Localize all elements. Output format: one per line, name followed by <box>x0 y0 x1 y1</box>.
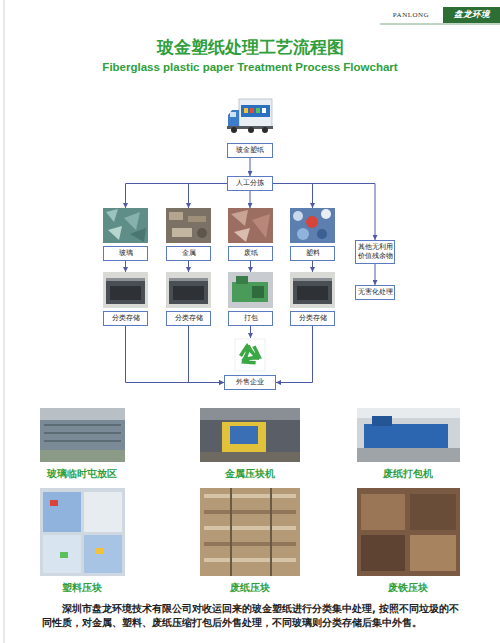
picture-slot <box>166 208 211 243</box>
picture-slot <box>166 272 211 308</box>
picture-slot <box>103 208 148 243</box>
picture-slot <box>103 272 148 308</box>
baling-box: 打包 <box>228 272 273 326</box>
flow-arrow <box>375 264 376 285</box>
source-box: 玻金塑纸 <box>227 90 273 158</box>
metal-picture <box>166 208 211 243</box>
disposal-box: 无害化处理 <box>355 285 395 300</box>
picture-slot <box>290 208 335 243</box>
node-label: 人工分拣 <box>227 176 273 191</box>
chart-title: 玻金塑纸处理工艺流程图 <box>0 36 500 59</box>
flow-arrow <box>250 261 251 272</box>
node-label: 金属 <box>166 246 211 261</box>
glass-yard-photo <box>40 408 125 462</box>
node-label: 分类存储 <box>290 311 335 326</box>
node-label: 分类存储 <box>166 311 211 326</box>
metal-press-photo <box>200 408 300 462</box>
plastic-picture <box>290 208 335 243</box>
flow-arrow <box>273 184 375 241</box>
node-label: 分类存储 <box>103 311 148 326</box>
category-box: 废纸 <box>228 208 273 261</box>
storage-picture <box>166 272 211 308</box>
category-box: 塑料 <box>290 208 335 261</box>
flow-arrow <box>312 261 313 272</box>
figure-caption: 深圳市盘龙环境技术有限公司对收运回来的玻金塑纸进行分类集中处理, 按照不同垃圾的… <box>42 602 466 630</box>
storage-box: 分类存储 <box>290 272 335 326</box>
header-band <box>443 7 500 23</box>
flow-arrow <box>250 326 251 338</box>
picture-slot <box>224 338 276 372</box>
truck-picture <box>227 90 273 140</box>
glass-picture <box>103 208 148 243</box>
process-box: 人工分拣 <box>227 176 273 191</box>
subtitle: Fiberglass plastic paper Treatment Proce… <box>0 60 500 75</box>
photo-caption: 废铁压块 <box>348 582 468 595</box>
flow-arrow <box>250 191 251 208</box>
category-box: 玻璃 <box>103 208 148 261</box>
flow-arrow <box>125 261 126 272</box>
photo-caption: 废纸打包机 <box>348 468 468 481</box>
picture-slot <box>228 208 273 243</box>
iron-bale-photo <box>357 488 460 576</box>
node-label: 玻金塑纸 <box>227 143 273 158</box>
paper-picture <box>228 208 273 243</box>
page-rule <box>4 0 5 643</box>
flow-arrow <box>273 184 313 209</box>
flow-arrow <box>188 261 189 272</box>
flow-arrow <box>276 326 313 383</box>
flow-arrow <box>126 184 228 209</box>
photo-caption: 金属压块机 <box>190 468 310 481</box>
storage-picture <box>290 272 335 308</box>
residue-box: 其他无利用价值残余物 <box>355 240 395 264</box>
paper-baler-photo <box>357 408 460 462</box>
photo-caption: 玻璃临时屯放区 <box>22 468 142 481</box>
header-rule <box>380 24 500 25</box>
photo-caption: 废纸压块 <box>190 582 310 595</box>
brand-mark: 盘龙环境 <box>443 9 500 21</box>
picture-slot <box>290 272 335 308</box>
photo-caption: 塑料压块 <box>22 582 142 595</box>
node-label: 外售企业 <box>224 375 276 390</box>
baler-picture <box>228 272 273 308</box>
picture-slot <box>228 272 273 308</box>
brand-name: PANLONG <box>380 10 442 20</box>
flow-arrow <box>189 184 228 209</box>
recycle-icon <box>235 339 266 371</box>
node-label: 玻璃 <box>103 246 148 261</box>
picture-slot <box>227 90 273 140</box>
node-label: 废纸 <box>228 246 273 261</box>
node-label: 塑料 <box>290 246 335 261</box>
node-label: 其他无利用价值残余物 <box>355 240 395 264</box>
storage-box: 分类存储 <box>166 272 211 326</box>
storage-picture <box>103 272 148 308</box>
plastic-bale-photo <box>40 488 125 576</box>
node-label: 打包 <box>228 311 273 326</box>
category-box: 金属 <box>166 208 211 261</box>
storage-box: 分类存储 <box>103 272 148 326</box>
flow-arrow <box>126 326 225 383</box>
flow-arrow <box>189 326 225 383</box>
paper-bale-photo <box>200 488 300 576</box>
node-label: 无害化处理 <box>355 285 395 300</box>
flow-arrow <box>250 158 251 176</box>
buyer-box: 外售企业 <box>224 338 276 390</box>
